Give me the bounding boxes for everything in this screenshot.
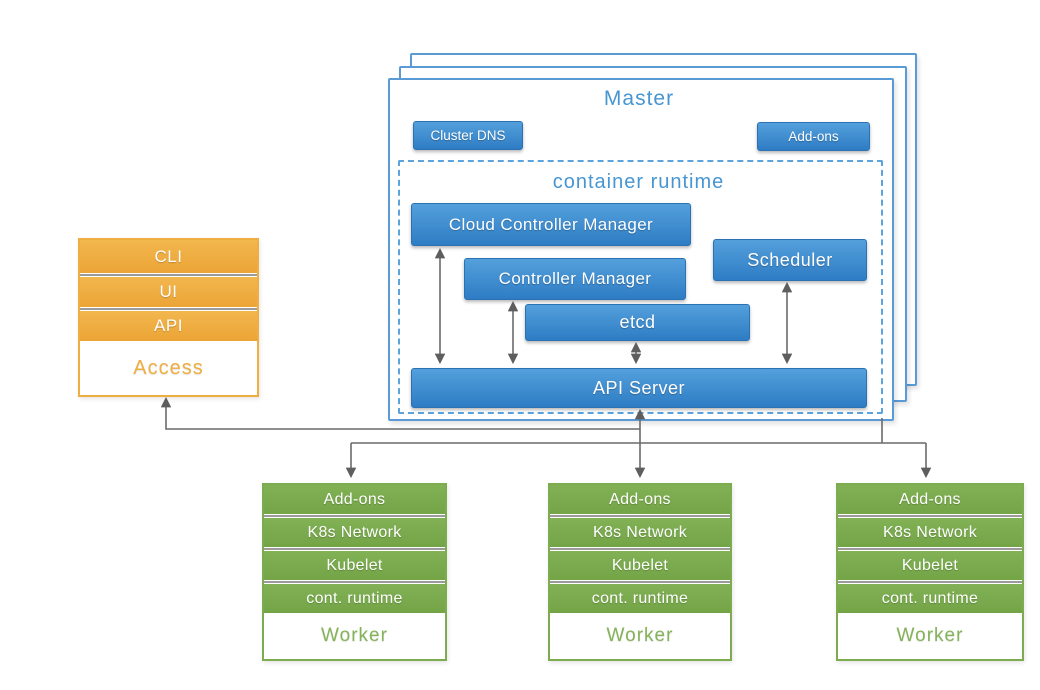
- worker3-row-network: K8s Network: [838, 518, 1022, 547]
- add-ons-badge: Add-ons: [757, 122, 870, 151]
- row-divider: [838, 514, 1022, 518]
- container-runtime-title: container runtime: [552, 171, 725, 193]
- worker2-row-addons: Add-ons: [550, 485, 730, 514]
- access-row-api: API: [80, 311, 257, 341]
- worker-stack-3: Add-ons K8s Network Kubelet cont. runtim…: [836, 483, 1024, 661]
- worker-stack-2: Add-ons K8s Network Kubelet cont. runtim…: [548, 483, 732, 661]
- row-divider: [838, 547, 1022, 551]
- row-divider: [264, 514, 445, 518]
- worker2-title: Worker: [550, 613, 730, 659]
- scheduler-node: Scheduler: [713, 239, 867, 281]
- worker2-row-network: K8s Network: [550, 518, 730, 547]
- row-divider: [550, 514, 730, 518]
- worker-stack-1: Add-ons K8s Network Kubelet cont. runtim…: [262, 483, 447, 661]
- row-divider: [838, 580, 1022, 584]
- master-title: Master: [603, 87, 675, 110]
- etcd-node: etcd: [525, 304, 750, 341]
- api-server-node: API Server: [411, 368, 867, 408]
- worker3-row-kubelet: Kubelet: [838, 551, 1022, 580]
- row-divider: [264, 580, 445, 584]
- worker2-row-runtime: cont. runtime: [550, 584, 730, 613]
- access-stack: CLI UI API Access: [78, 238, 259, 397]
- access-title: Access: [80, 341, 257, 395]
- worker3-title: Worker: [838, 613, 1022, 659]
- worker1-title: Worker: [264, 613, 445, 659]
- row-divider: [80, 273, 257, 277]
- controller-manager-node: Controller Manager: [464, 258, 686, 300]
- row-divider: [550, 547, 730, 551]
- cluster-dns-badge: Cluster DNS: [413, 121, 523, 150]
- row-divider: [264, 547, 445, 551]
- worker1-row-kubelet: Kubelet: [264, 551, 445, 580]
- worker2-row-kubelet: Kubelet: [550, 551, 730, 580]
- worker1-row-addons: Add-ons: [264, 485, 445, 514]
- access-row-cli: CLI: [80, 240, 257, 273]
- worker1-row-runtime: cont. runtime: [264, 584, 445, 613]
- worker1-row-network: K8s Network: [264, 518, 445, 547]
- access-row-ui: UI: [80, 277, 257, 307]
- row-divider: [550, 580, 730, 584]
- worker3-row-addons: Add-ons: [838, 485, 1022, 514]
- worker3-row-runtime: cont. runtime: [838, 584, 1022, 613]
- row-divider: [80, 307, 257, 311]
- cloud-controller-manager-node: Cloud Controller Manager: [411, 203, 691, 246]
